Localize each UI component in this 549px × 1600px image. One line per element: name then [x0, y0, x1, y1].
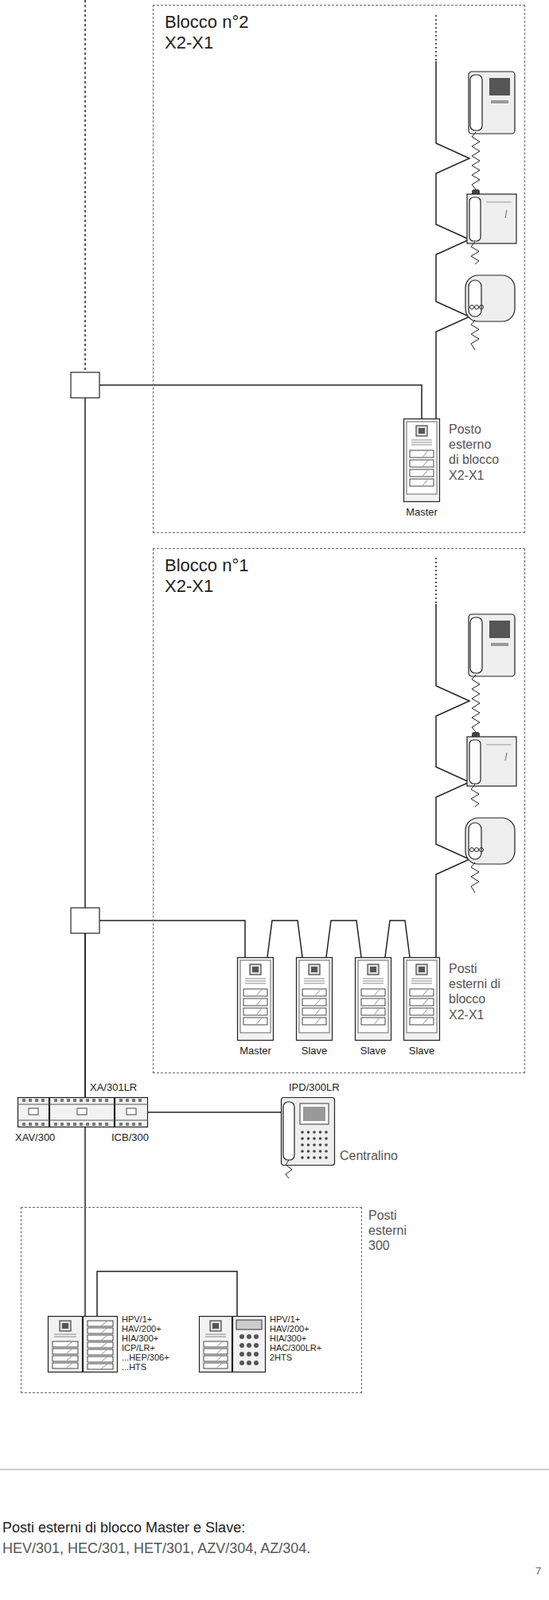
caption: Posti esterni di blocco Master e Slave: [2, 1519, 246, 1537]
bus-wire [385, 920, 410, 958]
panel-role: Slave [345, 1045, 402, 1058]
block-title: Blocco n°2 [164, 11, 249, 32]
module-list-item: 2HTS [269, 1352, 293, 1363]
block-code: X2-X1 [164, 576, 214, 596]
module-code: XA/301LR [89, 1082, 137, 1095]
entrance-panel-drawing [403, 418, 440, 503]
entrance-panel-pair: HPV/1+HAV/200+HIA/300+ICP/LR+...HEP/306+… [47, 1316, 118, 1373]
entrance-panel-pair-drawing [198, 1316, 266, 1373]
switchboard-drawing [280, 1097, 335, 1180]
din-module: XA/301LR [49, 1097, 115, 1128]
bus-wire [267, 920, 303, 958]
panel-group: Posti esterni 300HPV/1+HAV/200+HIA/300+I… [20, 1207, 363, 1394]
module-list-item: HPV/1+ [121, 1314, 152, 1324]
module-list-item: HAV/200+ [269, 1323, 310, 1334]
panel-note: Posto esterno di blocco X2-X1 [448, 421, 502, 483]
module-list-item: ...HTS [121, 1362, 147, 1372]
panel-role: Slave [286, 1045, 343, 1058]
entrance-panel-drawing [237, 957, 274, 1041]
bus-wire [326, 920, 362, 958]
din-module-drawing [17, 1097, 50, 1128]
entrance-panel-drawing [403, 957, 440, 1041]
group-title: Posti esterni 300 [368, 1207, 407, 1254]
din-module: XAV/300 [17, 1097, 50, 1128]
bus-wire [84, 1127, 86, 1317]
device-code: IPD/300LR [288, 1082, 340, 1095]
module-code: XAV/300 [15, 1132, 55, 1145]
block-code: X2-X1 [164, 32, 214, 53]
entrance-panel: Slave [354, 957, 392, 1041]
din-module-drawing [49, 1097, 115, 1128]
panel-role: Slave [393, 1045, 450, 1058]
bus-wire [85, 385, 422, 1098]
entrance-panel: Master [237, 957, 274, 1041]
din-module: ICB/300 [114, 1097, 148, 1128]
module-list-item: HAC/300LR+ [269, 1343, 322, 1353]
switchboard: IPD/300LRCentralino [280, 1097, 335, 1180]
entrance-panel: Slave [403, 957, 440, 1041]
module-list-item: ...HEP/306+ [121, 1352, 170, 1363]
entrance-panel-drawing [354, 957, 392, 1041]
panel-role: Master [393, 506, 450, 519]
module-list-item: HPV/1+ [269, 1314, 300, 1324]
panel-role: Master [227, 1045, 284, 1058]
bus-wire [97, 1271, 238, 1317]
block-title: Blocco n°1 [164, 555, 249, 576]
entrance-panel: Slave [295, 957, 333, 1041]
bus-wire [85, 920, 246, 1098]
module-list-item: ICP/LR+ [121, 1343, 156, 1353]
module-list-item: HIA/300+ [121, 1333, 159, 1344]
model-list: HEV/301, HEC/301, HET/301, AZV/304, AZ/3… [2, 1540, 311, 1558]
entrance-panel-pair: HPV/1+HAV/200+HIA/300+HAC/300LR+2HTS [198, 1316, 266, 1373]
din-module-drawing [114, 1097, 148, 1128]
bus-wire [147, 1111, 281, 1114]
entrance-panel-drawing [295, 957, 333, 1041]
device-caption: Centralino [339, 1148, 398, 1164]
module-code: ICB/300 [111, 1132, 149, 1145]
page-number: 7 [535, 1565, 542, 1578]
module-list-item: HAV/200+ [121, 1323, 162, 1334]
panel-note: Posti esterni di blocco X2-X1 [448, 961, 502, 1023]
module-list-item: HIA/300+ [269, 1333, 307, 1344]
entrance-panel: Master [403, 418, 440, 503]
entrance-panel-pair-drawing [47, 1316, 118, 1373]
